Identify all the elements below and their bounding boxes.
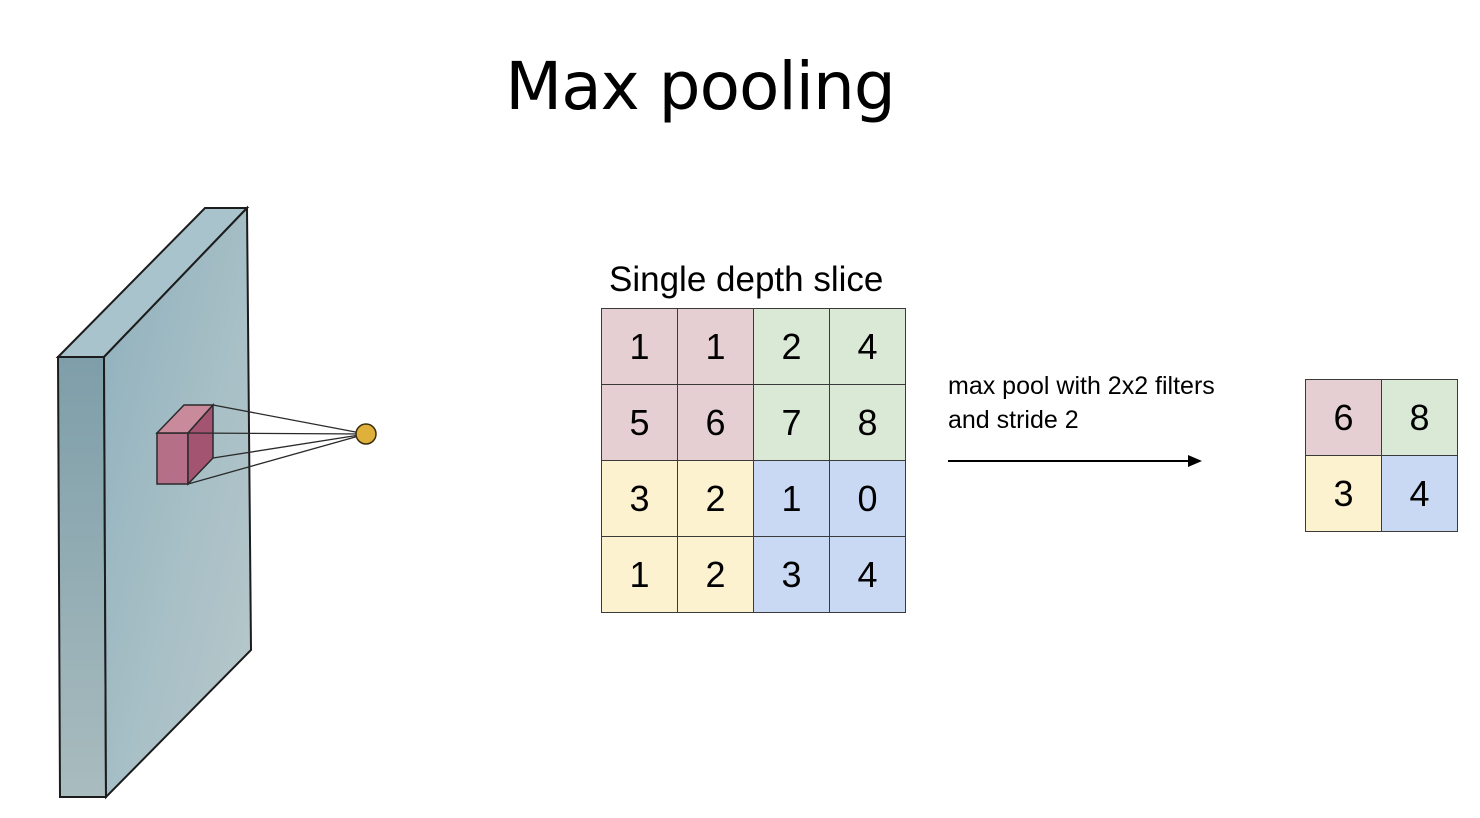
input-cell-3-0: 1 [601, 536, 678, 613]
input-cell-0-2: 2 [753, 308, 830, 385]
input-cell-0-1: 1 [677, 308, 754, 385]
input-cell-2-3: 0 [829, 460, 906, 537]
input-cell-0-3: 4 [829, 308, 906, 385]
operation-line-1: max pool with 2x2 filters [948, 372, 1215, 400]
input-cell-1-3: 8 [829, 384, 906, 461]
receptive-field-front [156, 432, 189, 485]
input-volume-icon [55, 205, 377, 800]
output-cell-1-1: 4 [1381, 455, 1458, 532]
output-cell-1-0: 3 [1305, 455, 1382, 532]
volume-side-face [56, 356, 108, 798]
neuron-icon [355, 423, 377, 445]
operation-label: max pool with 2x2 filters and stride 2 [948, 369, 1215, 437]
input-cell-2-2: 1 [753, 460, 830, 537]
arrow-right-icon [948, 455, 1202, 467]
input-cell-2-1: 2 [677, 460, 754, 537]
input-cell-3-3: 4 [829, 536, 906, 613]
input-cell-1-2: 7 [753, 384, 830, 461]
connection-lines [187, 404, 367, 485]
input-cell-3-2: 3 [753, 536, 830, 613]
output-cell-0-0: 6 [1305, 379, 1382, 456]
input-cell-1-1: 6 [677, 384, 754, 461]
input-cell-1-0: 5 [601, 384, 678, 461]
input-cell-3-1: 2 [677, 536, 754, 613]
output-cell-0-1: 8 [1381, 379, 1458, 456]
operation-line-2: and stride 2 [948, 406, 1079, 434]
input-cell-0-0: 1 [601, 308, 678, 385]
slice-caption: Single depth slice [609, 260, 884, 299]
input-cell-2-0: 3 [601, 460, 678, 537]
page-title: Max pooling [505, 48, 895, 125]
volume-front-face [102, 205, 253, 800]
